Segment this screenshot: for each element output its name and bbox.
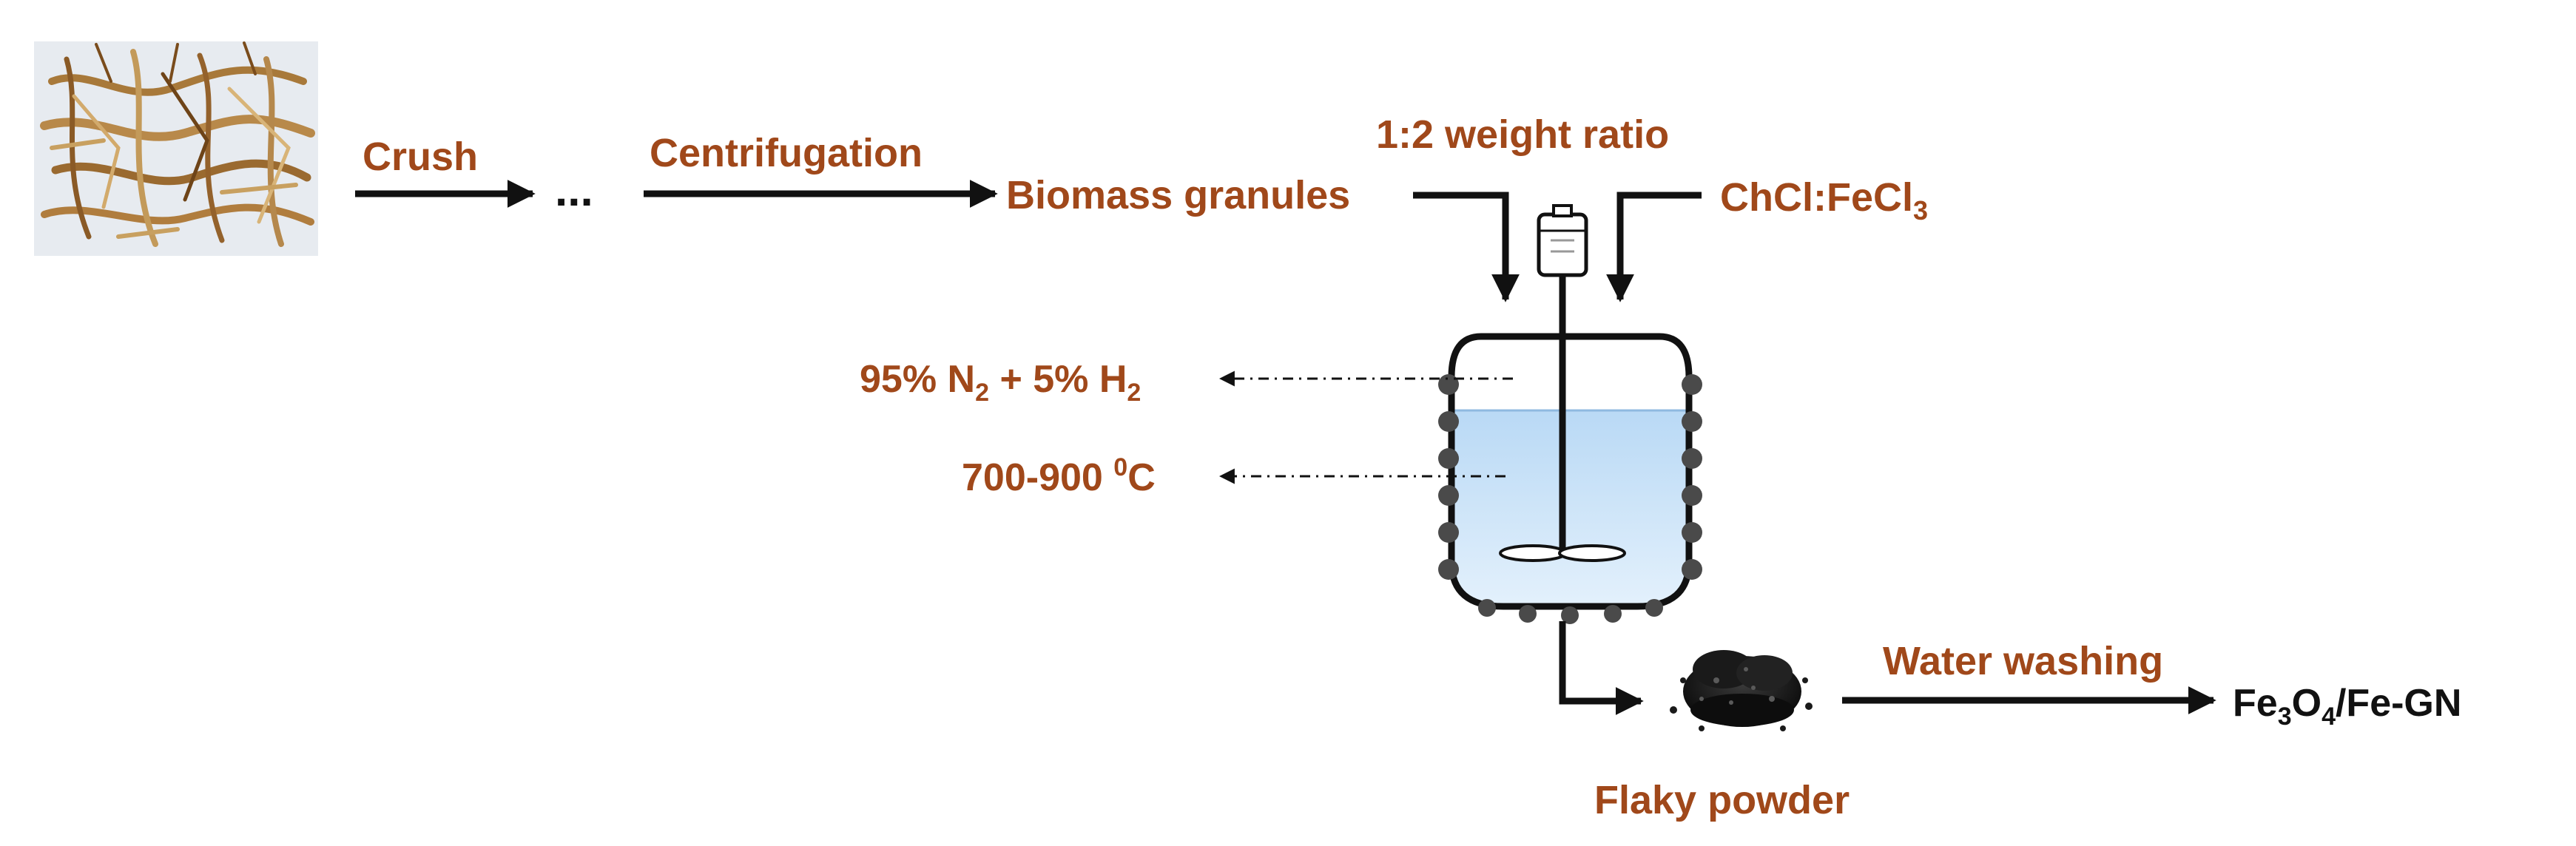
biomass-photo xyxy=(34,41,318,256)
label-weight-ratio: 1:2 weight ratio xyxy=(1376,112,1669,157)
feed-arrow-biomass xyxy=(1413,192,1520,302)
label-crush: Crush xyxy=(363,135,478,179)
label-centrifugation: Centrifugation xyxy=(650,131,923,175)
outlet-arrow xyxy=(1559,621,1644,715)
label-ellipsis: ... xyxy=(555,165,593,216)
flow-centrifugation: Centrifugation xyxy=(644,131,998,208)
label-product-fe3o4-fe-gn: Fe3O4/Fe-GN xyxy=(2233,682,2461,731)
label-flaky-powder: Flaky powder xyxy=(1594,778,1850,822)
flow-crush: Crush xyxy=(355,135,536,208)
stirrer-motor xyxy=(1537,204,1588,277)
label-chcl-fecl3: ChCl:FeCl3 xyxy=(1720,175,1928,226)
label-water-washing: Water washing xyxy=(1883,639,2163,683)
stirred-reactor-vessel xyxy=(1438,204,1702,624)
label-atmosphere: 95% N2 + 5% H2 xyxy=(860,358,1141,407)
black-powder-pile xyxy=(1670,650,1813,731)
impeller-blade-right xyxy=(1558,544,1626,562)
impeller-blade-left xyxy=(1499,544,1567,562)
reactor-jacket-bumps xyxy=(1438,374,1702,624)
reactor-body xyxy=(1448,333,1693,610)
label-temperature: 700-900 0C xyxy=(962,453,1156,499)
feed-arrow-chcl xyxy=(1606,192,1702,302)
label-biomass-granules: Biomass granules xyxy=(1006,173,1350,217)
